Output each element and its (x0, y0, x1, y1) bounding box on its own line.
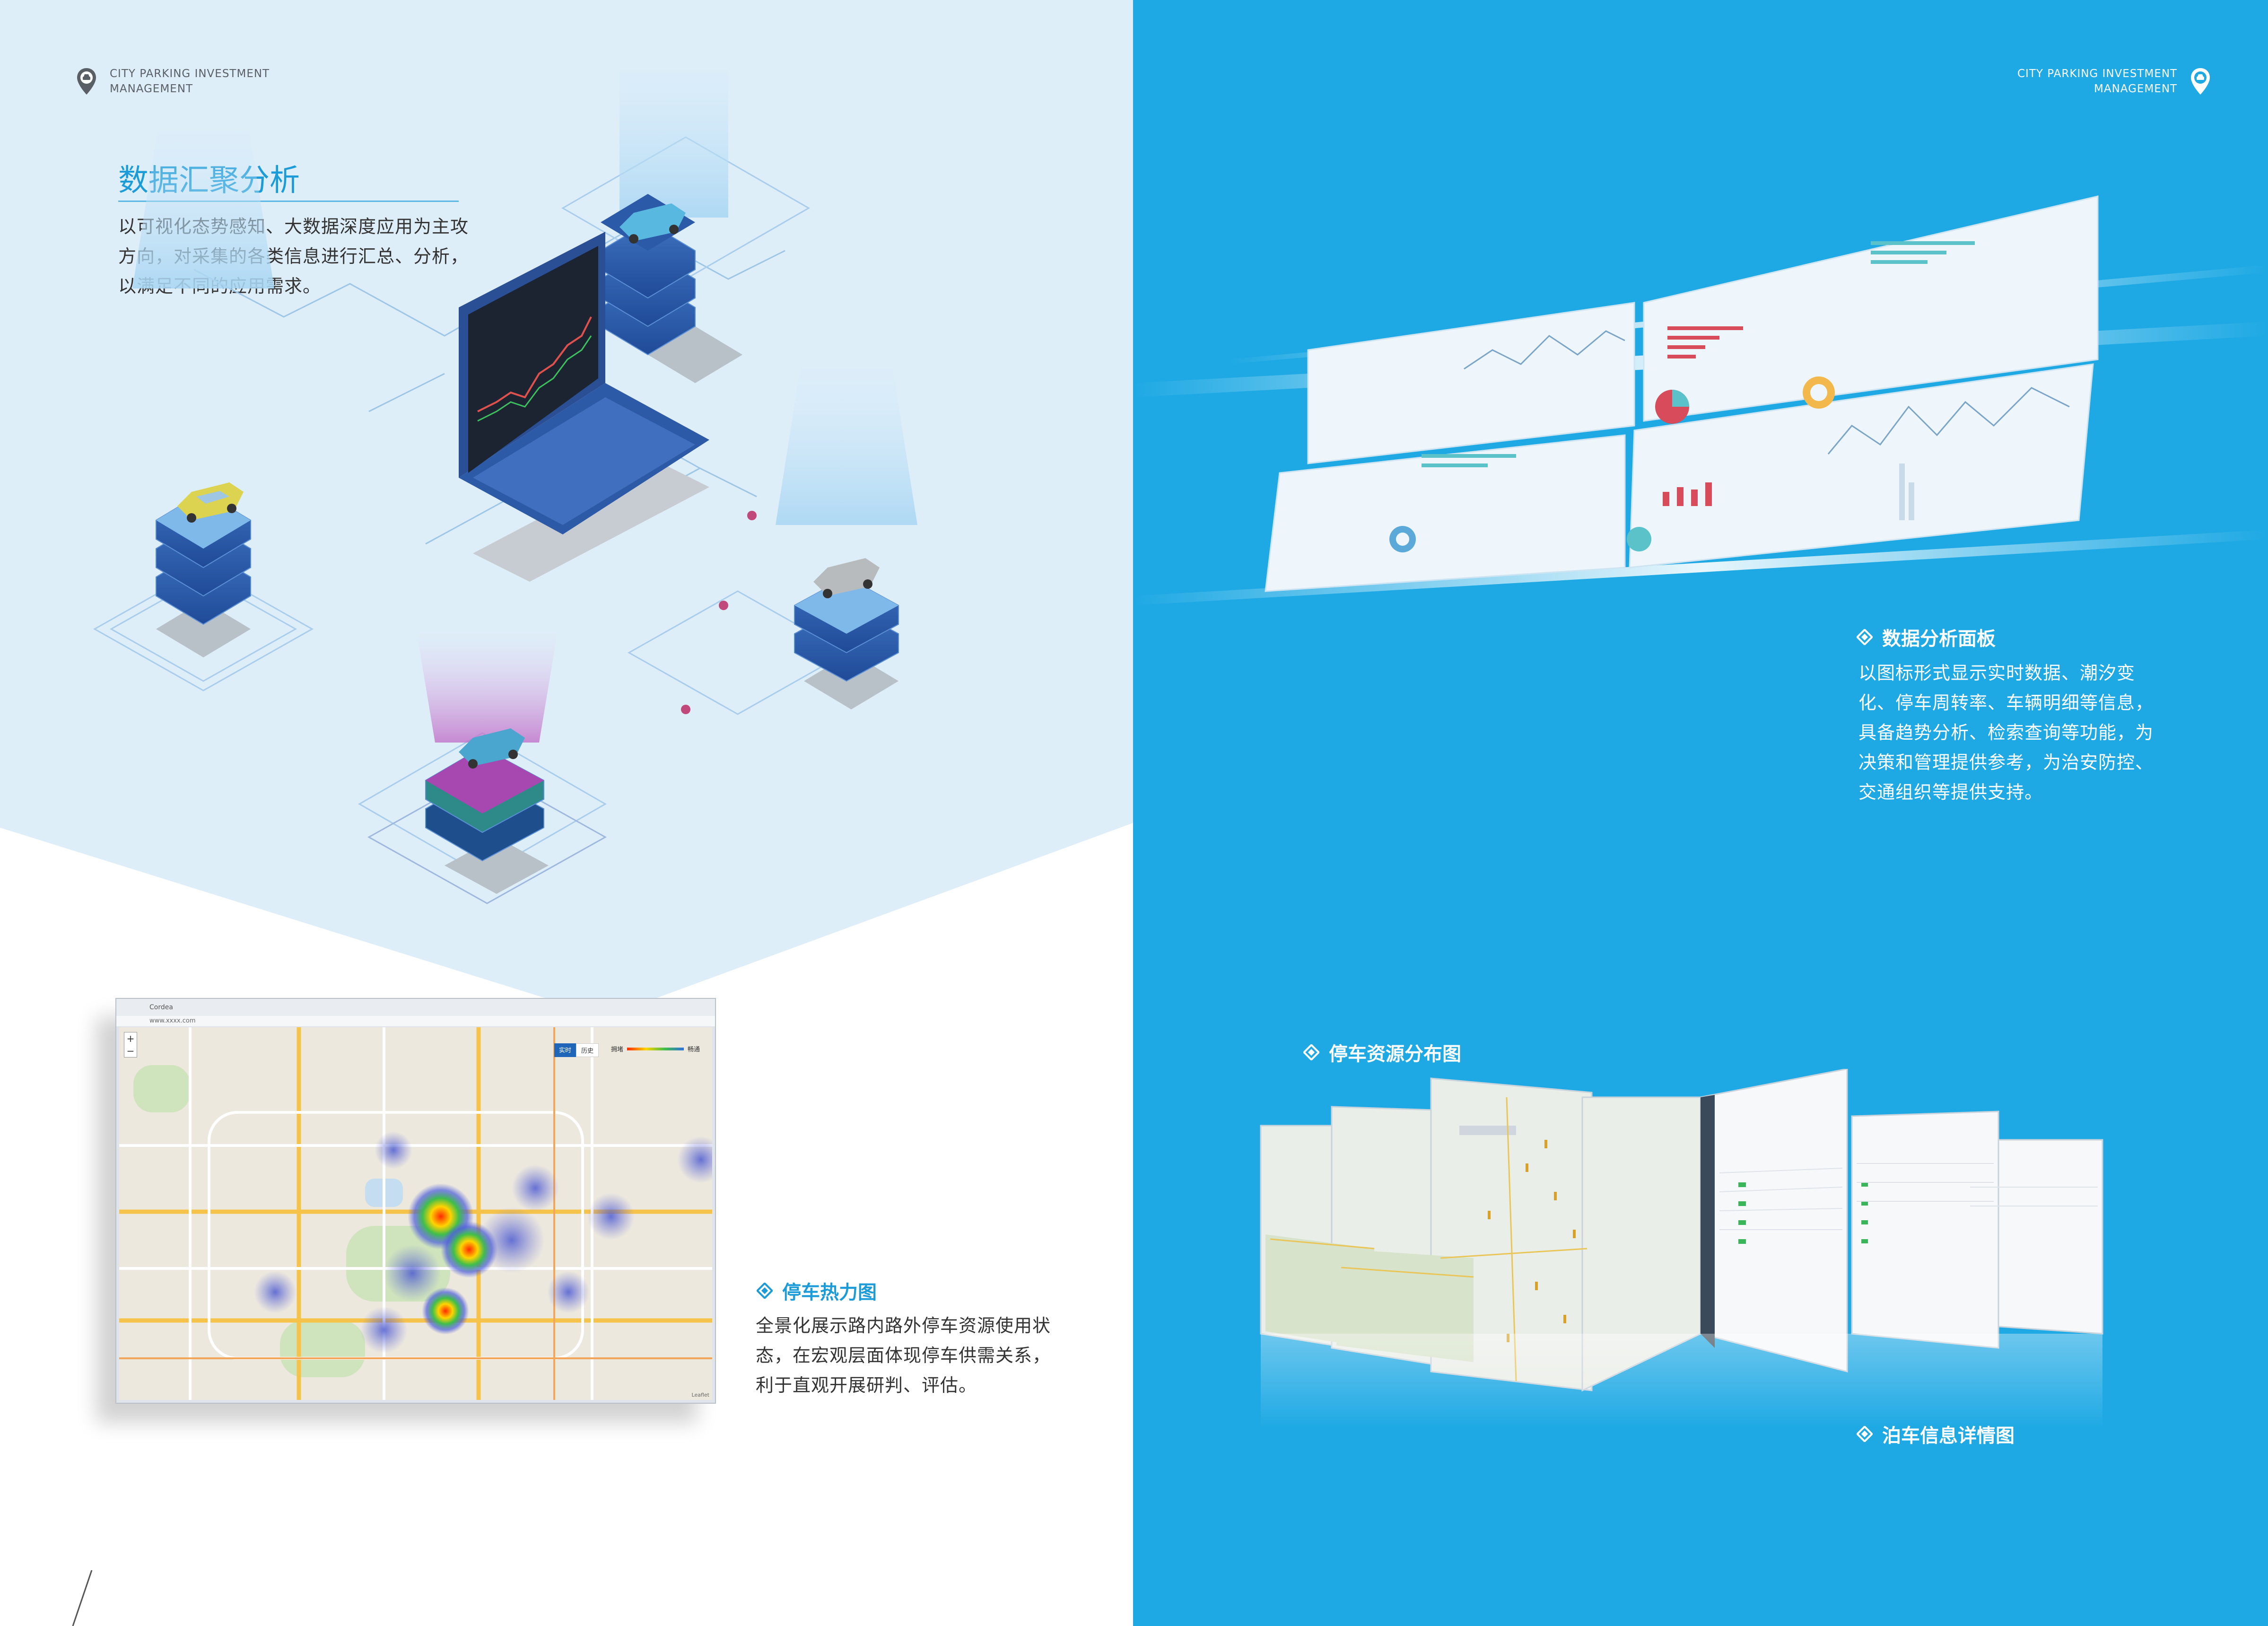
brand-header-right: CITY PARKING INVESTMENT MANAGEMENT (2017, 66, 2211, 96)
map-pin-car-icon (2191, 68, 2210, 95)
dashboard-paragraph: 以图标形式显示实时数据、潮汐变 化、停车周转率、车辆明细等信息， 具备趋势分析、… (1858, 658, 2154, 807)
diamond-bullet-icon (757, 1283, 773, 1299)
left-page: CITY PARKING INVESTMENT MANAGEMENT 数据汇聚分… (0, 0, 1133, 1626)
address-bar[interactable]: www.xxxx.com (116, 1016, 715, 1026)
map-attribution: Leaflet (691, 1392, 709, 1398)
legend-low-label: 拥堵 (611, 1046, 624, 1053)
heatmap-map[interactable]: + − 实时 历史 拥堵 畅通 Leaflet (119, 1027, 712, 1400)
dashboard-line: 以图标形式显示实时数据、潮汐变 (1858, 663, 2136, 683)
distribution-heading: 停车资源分布图 (1303, 1039, 1461, 1066)
distribution-heading-text: 停车资源分布图 (1329, 1043, 1461, 1065)
heat-legend: 拥堵 畅通 (611, 1044, 700, 1053)
right-page: CITY PARKING INVESTMENT MANAGEMENT (1133, 0, 2268, 1626)
server-stack-right (776, 345, 917, 709)
dashboard-line: 交通组织等提供支持。 (1858, 782, 2043, 803)
heatmap-line: 全景化展示路内路外停车资源使用状 (756, 1315, 1051, 1336)
server-stack-top (600, 71, 742, 383)
heatmap-line: 利于直观开展研判、评估。 (756, 1375, 977, 1396)
dashboard-heading: 数据分析面板 (1857, 623, 1996, 651)
details-heading: 泊车信息详情图 (1857, 1420, 2015, 1448)
diamond-bullet-icon (1857, 1426, 1873, 1442)
diamond-bullet-icon (1303, 1044, 1319, 1060)
browser-tab[interactable]: Cordea (149, 1004, 173, 1011)
details-heading-text: 泊车信息详情图 (1882, 1425, 2015, 1447)
brand-line-2: MANAGEMENT (110, 83, 193, 95)
heatmap-heading: 停车热力图 (757, 1277, 877, 1304)
zoom-out-icon[interactable]: − (126, 1045, 135, 1057)
brand-line-1: CITY PARKING INVESTMENT (110, 68, 270, 80)
parking-screens-illustration (1260, 1069, 2103, 1428)
brand-line-1: CITY PARKING INVESTMENT (2017, 68, 2178, 80)
dashboard-line: 具备趋势分析、检索查询等功能，为 (1858, 722, 2154, 743)
data-aggregation-illustration (93, 71, 917, 904)
page-slash-mark (72, 1570, 93, 1626)
dashboard-heading-text: 数据分析面板 (1882, 628, 1996, 650)
server-stack-left (132, 109, 274, 657)
laptop-illustration (459, 232, 709, 582)
realtime-toggle[interactable]: 实时 (554, 1043, 576, 1057)
dashboard-panels-illustration (1133, 195, 2268, 605)
heatmap-paragraph: 全景化展示路内路外停车资源使用状 态，在宏观层面体现停车供需关系， 利于直观开展… (756, 1311, 1051, 1400)
brand-line-2: MANAGEMENT (2094, 83, 2178, 95)
server-stack-bottom (416, 629, 558, 894)
brand-header: CITY PARKING INVESTMENT MANAGEMENT (76, 66, 270, 96)
heatmap-heading-text: 停车热力图 (782, 1282, 877, 1303)
dashboard-line: 化、停车周转率、车辆明细等信息， (1858, 692, 2154, 713)
title-underline (118, 201, 459, 202)
dashboard-line: 决策和管理提供参考，为治安防控、 (1858, 752, 2154, 773)
legend-high-label: 畅通 (688, 1046, 700, 1053)
legend-gradient (627, 1047, 684, 1050)
heatmap-line: 态，在宏观层面体现停车供需关系， (756, 1345, 1051, 1366)
zoom-in-icon[interactable]: + (126, 1033, 135, 1044)
heatmap-browser-window: Cordea www.xxxx.com (115, 998, 716, 1404)
diamond-bullet-icon (1857, 629, 1873, 645)
map-pin-car-icon (77, 68, 96, 95)
map-canvas (119, 1027, 712, 1400)
history-toggle[interactable]: 历史 (576, 1043, 599, 1057)
